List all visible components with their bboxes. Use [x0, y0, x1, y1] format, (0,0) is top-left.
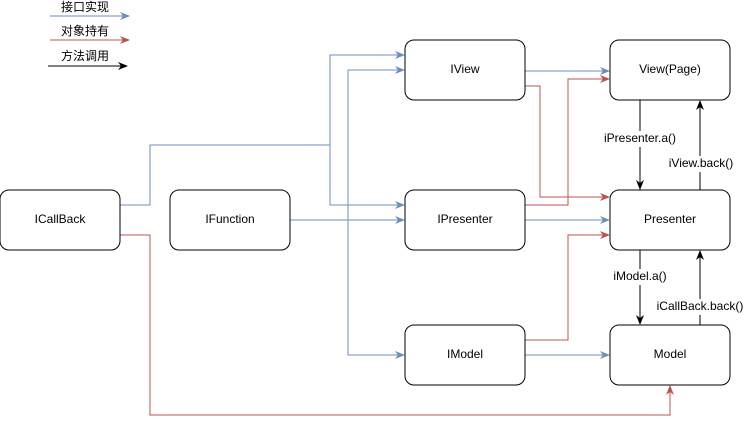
edge-icallback-model — [120, 234, 674, 416]
label-imodel-a: iModel.a() — [613, 269, 666, 283]
label-ipresenter-a: iPresenter.a() — [604, 131, 676, 145]
legend-interface-impl-label: 接口实现 — [61, 0, 109, 14]
edges — [120, 51, 704, 416]
legend: 接口实现 对象持有 方法调用 — [48, 0, 130, 70]
node-iview-label: IView — [450, 62, 479, 76]
edge-imodel-presenter — [525, 231, 610, 341]
node-iview: IView — [404, 39, 526, 101]
label-iview-back: iView.back() — [669, 156, 733, 170]
node-ifunction: IFunction — [169, 189, 291, 251]
legend-method-call-label: 方法调用 — [61, 48, 109, 63]
edge-icallback-ipresenter — [329, 145, 405, 209]
node-imodel: IModel — [404, 324, 526, 386]
node-icallback: ICallBack — [0, 189, 121, 251]
legend-object-hold-label: 对象持有 — [61, 23, 109, 38]
node-imodel-label: IModel — [447, 347, 483, 361]
edge-ipresenter-view — [525, 75, 610, 206]
node-model: Model — [609, 324, 731, 386]
node-view-label: View(Page) — [639, 62, 701, 76]
node-presenter: Presenter — [609, 189, 731, 251]
node-icallback-label: ICallBack — [35, 212, 87, 226]
edge-icallback-iview — [120, 51, 405, 206]
edge-iview-presenter — [525, 85, 610, 201]
edge-ifunction-imodel — [347, 70, 405, 359]
label-icallback-back: iCallBack.back() — [657, 299, 744, 313]
node-ifunction-label: IFunction — [205, 212, 254, 226]
node-presenter-label: Presenter — [644, 212, 696, 226]
node-view: View(Page) — [609, 39, 731, 101]
node-ipresenter-label: IPresenter — [437, 212, 492, 226]
node-ipresenter: IPresenter — [404, 189, 526, 251]
node-model-label: Model — [654, 347, 687, 361]
